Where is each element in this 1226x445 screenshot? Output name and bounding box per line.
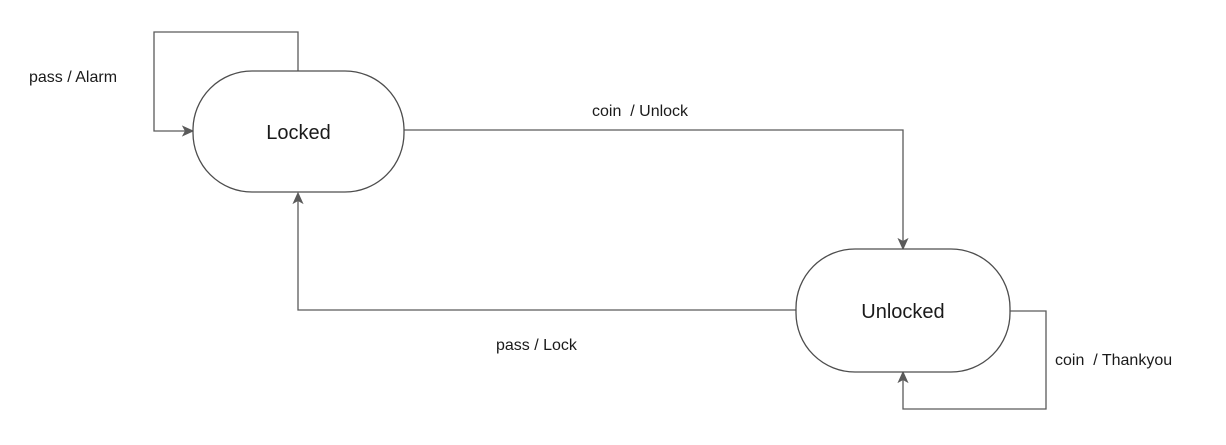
transition-unlocked-to-locked: pass / Lock [292,191,796,354]
transition-unlocked-self: coin / Thankyou [897,310,1172,410]
edge-unlocked-self [902,310,1047,410]
state-unlocked-label: Unlocked [861,301,944,323]
state-unlocked[interactable]: Unlocked [795,248,1011,373]
arrowhead-locked-to-unlocked [897,237,909,251]
arrowhead-locked-self [181,125,195,137]
edge-label-locked-self: pass / Alarm [29,69,117,86]
arrowhead-unlocked-self [897,370,909,384]
state-locked-box[interactable] [192,70,405,193]
arrowhead-unlocked-to-locked [292,191,304,205]
transition-locked-to-unlocked: coin / Unlock [404,103,909,251]
state-locked[interactable]: Locked [192,70,405,193]
state-unlocked-box[interactable] [795,248,1011,373]
edge-locked-to-unlocked [404,129,904,241]
state-locked-label: Locked [266,122,331,144]
transition-locked-self: pass / Alarm [29,31,299,137]
edge-label-unlocked-self: coin / Thankyou [1055,352,1172,369]
edge-unlocked-to-locked [297,201,796,311]
edge-label-locked-to-unlocked: coin / Unlock [592,103,689,120]
edge-label-unlocked-to-locked: pass / Lock [496,337,578,354]
edge-locked-self [153,31,299,132]
